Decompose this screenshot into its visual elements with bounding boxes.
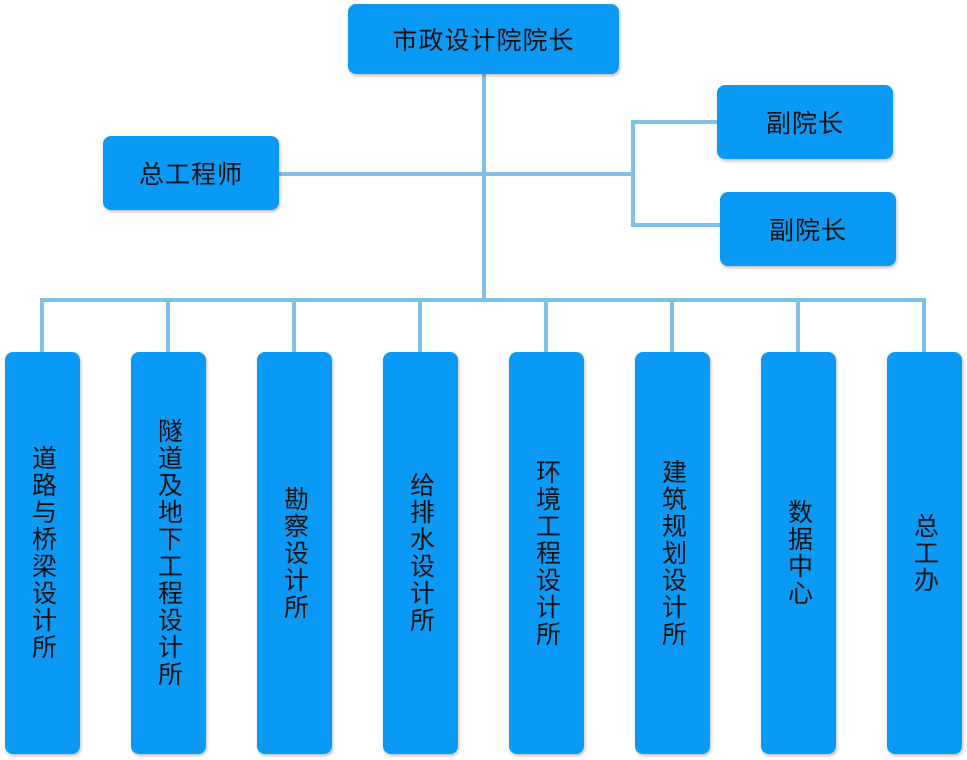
department-box-road-bridge: 道路与桥梁设计所 bbox=[5, 352, 80, 754]
director-box: 市政设计院院长 bbox=[348, 4, 619, 74]
department-label: 给排水设计所 bbox=[406, 472, 436, 634]
chief-engineer-box: 总工程师 bbox=[103, 136, 279, 210]
department-box-survey: 勘察设计所 bbox=[257, 352, 332, 754]
department-label: 隧道及地下工程设计所 bbox=[154, 418, 184, 688]
vice-president-box-1: 副院长 bbox=[717, 85, 893, 159]
vice-president-label: 副院长 bbox=[765, 109, 844, 138]
department-box-water: 给排水设计所 bbox=[383, 352, 458, 754]
department-box-architecture: 建筑规划设计所 bbox=[635, 352, 710, 754]
vice-president-label: 副院长 bbox=[768, 216, 847, 245]
department-label: 数据中心 bbox=[784, 499, 814, 607]
department-label: 环境工程设计所 bbox=[532, 458, 562, 648]
department-label: 勘察设计所 bbox=[280, 485, 310, 621]
department-box-tunnel: 隧道及地下工程设计所 bbox=[131, 352, 206, 754]
director-label: 市政设计院院长 bbox=[392, 26, 575, 55]
department-label: 道路与桥梁设计所 bbox=[28, 445, 58, 661]
department-label: 总工办 bbox=[910, 512, 940, 594]
department-box-environment: 环境工程设计所 bbox=[509, 352, 584, 754]
department-box-chief-office: 总工办 bbox=[887, 352, 962, 754]
chief-engineer-label: 总工程师 bbox=[138, 160, 243, 189]
department-label: 建筑规划设计所 bbox=[658, 458, 688, 648]
vice-president-box-2: 副院长 bbox=[720, 192, 896, 266]
department-box-data-center: 数据中心 bbox=[761, 352, 836, 754]
